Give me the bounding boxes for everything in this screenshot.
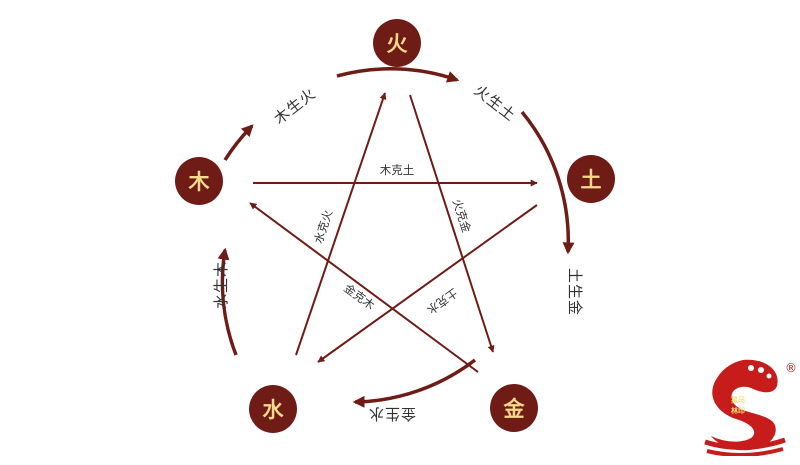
label-metal-water: 金生水 <box>368 405 416 423</box>
arc-metal-water <box>352 358 477 408</box>
node-wood-label: 木 <box>188 170 211 194</box>
line-water-fire <box>295 92 387 356</box>
arc-fire-earth <box>336 67 460 83</box>
label-metal-wood: 金克木 <box>341 281 378 313</box>
brand-logo: 星马 林印 ® <box>704 359 797 456</box>
arc-earth-metal <box>520 110 575 255</box>
label-earth-metal: 土生金 <box>566 268 584 316</box>
node-metal-label: 金 <box>503 397 526 421</box>
line-earth-water <box>317 204 538 363</box>
node-water-label: 水 <box>263 398 285 422</box>
arc-water-wood <box>217 247 238 356</box>
label-water-fire: 水克火 <box>311 208 335 246</box>
node-wood: 木 <box>175 157 223 205</box>
node-water: 水 <box>249 385 297 433</box>
node-metal: 金 <box>490 384 538 432</box>
arc-wood-fire <box>223 124 254 161</box>
label-water-wood: 水生木 <box>212 261 230 309</box>
label-wood-earth: 木克土 <box>380 163 415 177</box>
line-metal-wood <box>249 202 479 373</box>
registered-mark: ® <box>785 361 797 375</box>
logo-text-line2: 林印 <box>731 406 745 415</box>
label-wood-fire: 木生火 <box>270 84 319 128</box>
node-fire: 火 <box>373 19 421 67</box>
node-earth-label: 土 <box>581 168 602 192</box>
logo-text-line1: 星马 <box>731 395 745 404</box>
generating-cycle <box>217 67 575 408</box>
node-fire-label: 火 <box>387 32 408 56</box>
label-fire-earth: 火生土 <box>471 81 520 125</box>
overcoming-star <box>249 92 538 373</box>
wave-icon <box>704 359 786 456</box>
line-fire-metal <box>409 94 495 353</box>
node-earth: 土 <box>567 155 615 203</box>
label-earth-water: 土克水 <box>424 285 461 317</box>
